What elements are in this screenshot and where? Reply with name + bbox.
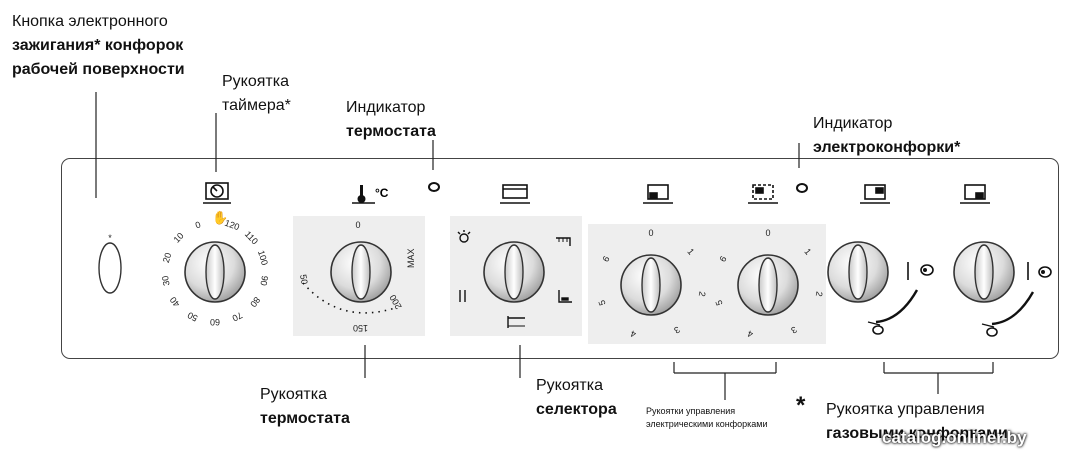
selector-knob[interactable] bbox=[483, 241, 545, 303]
timer-scale-label-1: 10 bbox=[172, 231, 186, 245]
hotplate2-scale-label-4: 4 bbox=[746, 328, 754, 339]
gas-burner-knob-label: Рукоятка управления газовыми конфорками bbox=[826, 401, 1008, 442]
hotplate2-scale-label-6: 6 bbox=[717, 254, 728, 263]
top-bottom-heat-icon bbox=[507, 316, 525, 328]
timer-scale-label-7: 70 bbox=[231, 310, 244, 323]
selector-knob-label: Рукоятка селектора bbox=[536, 377, 617, 418]
thermostat-indicator-label: Индикатор термостата bbox=[346, 99, 436, 140]
timer-scale-label-10: 100 bbox=[256, 249, 270, 266]
hotplate1-scale-label-4: 4 bbox=[629, 328, 637, 339]
hotplate1-knob[interactable] bbox=[620, 254, 682, 316]
timer-scale-label-0: 0 bbox=[194, 219, 202, 230]
timer-knob-label: Рукоятка таймера* bbox=[222, 73, 291, 114]
defrost-icon bbox=[459, 290, 466, 302]
thermostat-scale-0: 0 bbox=[355, 220, 360, 230]
thermostat-knob[interactable] bbox=[330, 241, 392, 303]
large-flame-icon bbox=[1038, 266, 1052, 278]
gas-burner1-knob[interactable] bbox=[827, 241, 889, 303]
thermostat-scale-200: 200 bbox=[388, 293, 404, 311]
timer-scale-label-5: 50 bbox=[186, 310, 199, 323]
gas-burner2-scale bbox=[981, 262, 1052, 337]
leader-lines bbox=[95, 92, 994, 400]
ignition-button-label: Кнопка электронного зажигания* конфорок … bbox=[12, 13, 185, 78]
thermostat-symbol-icon: °C bbox=[352, 185, 389, 204]
hotplate1-scale-label-3: 3 bbox=[672, 324, 681, 335]
thermostat-unit: °C bbox=[375, 186, 389, 200]
hotplate1-scale-label-2: 2 bbox=[697, 291, 708, 298]
hotplate2-scale-label-5: 5 bbox=[714, 299, 725, 307]
thermostat-scale-150: 150 bbox=[353, 323, 368, 333]
selector-symbol-icon bbox=[500, 184, 530, 204]
hotplate1-scale-label-5: 5 bbox=[597, 299, 608, 307]
timer-knob[interactable] bbox=[184, 241, 246, 303]
timer-scale-label-9: 90 bbox=[258, 275, 270, 287]
thermostat-scale-50: 50 bbox=[298, 274, 310, 286]
timer-scale-label-12: 120 bbox=[223, 218, 241, 233]
ignition-asterisk: * bbox=[108, 233, 112, 243]
hotplate-indicator-light bbox=[796, 183, 808, 193]
timer-scale-label-4: 40 bbox=[168, 295, 182, 309]
manual-hand-icon: ✋ bbox=[212, 210, 228, 225]
electric-hotplate-knobs-label: Рукоятки управления электрическими конфо… bbox=[646, 406, 768, 429]
hotplate2-scale-label-1: 1 bbox=[802, 246, 813, 256]
gas-burner2-symbol-icon bbox=[960, 184, 990, 204]
thermostat-knob-label: Рукоятка термостата bbox=[260, 386, 350, 427]
large-flame-icon bbox=[920, 264, 934, 276]
gas-burner1-symbol-icon bbox=[860, 184, 890, 204]
small-flame-icon bbox=[867, 321, 884, 335]
hotplate2-knob[interactable] bbox=[737, 254, 799, 316]
hotplate1-scale-label-0: 0 bbox=[648, 228, 653, 238]
hotplate2-scale-label-3: 3 bbox=[789, 324, 798, 335]
timer-scale-label-2: 20 bbox=[161, 251, 173, 263]
timer-scale-label-6: 60 bbox=[210, 317, 220, 327]
thermostat-indicator-light bbox=[428, 182, 440, 192]
gas-burner2-knob[interactable] bbox=[953, 241, 1015, 303]
timer-symbol-icon bbox=[203, 182, 231, 204]
watermark: catalog.onliner.by bbox=[882, 428, 1027, 447]
bottom-heat-icon bbox=[558, 290, 572, 303]
lamp-icon bbox=[457, 230, 471, 243]
hotplate2-scale-label-2: 2 bbox=[814, 291, 825, 298]
hotplate2-scale-label-0: 0 bbox=[765, 228, 770, 238]
grill-icon bbox=[556, 237, 571, 246]
timer-scale-label-8: 80 bbox=[248, 295, 262, 309]
selector-scale bbox=[457, 230, 572, 328]
control-panel bbox=[61, 158, 1059, 359]
timer-scale-label-11: 110 bbox=[243, 229, 260, 246]
ignition-button[interactable] bbox=[98, 242, 122, 294]
hotplate1-scale: 0 1 2 3 4 5 6 bbox=[597, 228, 708, 339]
timer-scale-label-3: 30 bbox=[160, 275, 172, 287]
hotplate2-symbol-icon bbox=[748, 184, 778, 204]
small-flame-icon bbox=[981, 323, 998, 337]
asterisk-mark: * bbox=[796, 392, 806, 419]
gas-burner1-scale bbox=[867, 262, 934, 335]
hotplate1-scale-label-6: 6 bbox=[600, 254, 611, 263]
hotplate1-scale-label-1: 1 bbox=[685, 246, 696, 256]
thermostat-scale-max: MAX bbox=[406, 248, 416, 268]
hotplate-indicator-label: Индикатор электроконфорки* bbox=[813, 115, 961, 156]
hotplate2-scale: 0 1 2 3 4 5 6 bbox=[714, 228, 825, 339]
hotplate1-symbol-icon bbox=[643, 184, 673, 204]
